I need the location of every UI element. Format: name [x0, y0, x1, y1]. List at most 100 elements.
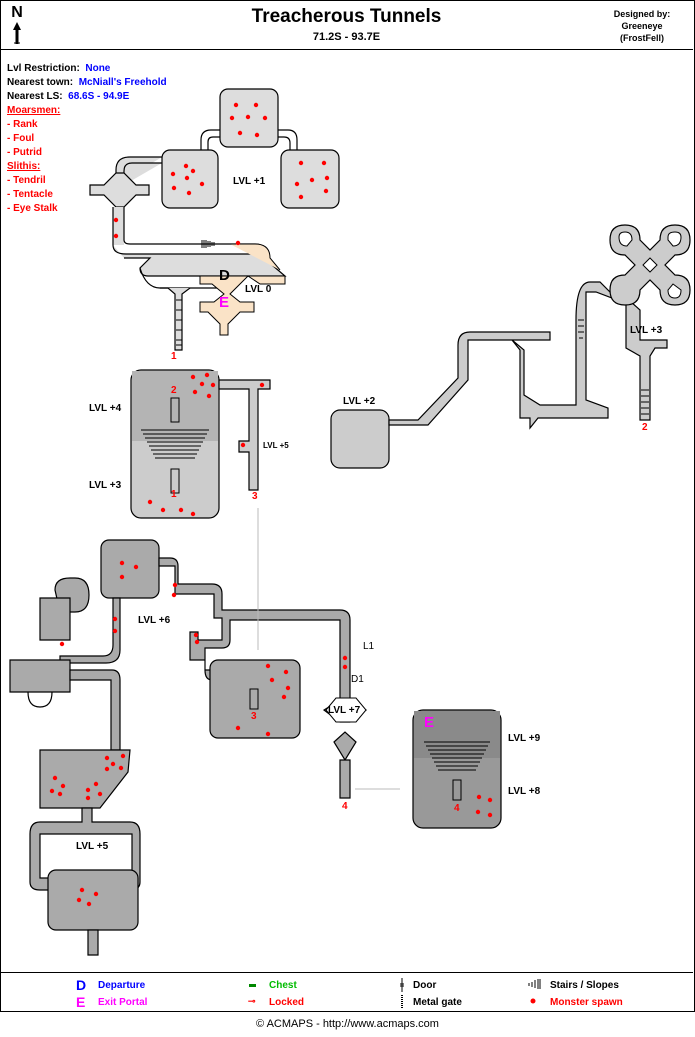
monster-spawn-icon	[298, 160, 304, 166]
monster-spawn-icon	[265, 731, 271, 737]
stair-number: 1	[171, 489, 177, 500]
door-icon	[400, 978, 404, 992]
stairs-icon	[170, 468, 180, 494]
monster-spawn-icon	[60, 783, 66, 789]
monster-spawn-icon	[298, 194, 304, 200]
nearest-town-value: McNiall's Freehold	[78, 77, 167, 88]
stair-number: 4	[342, 801, 348, 812]
monster-spawn-icon	[104, 755, 110, 761]
lvl-restriction-value: None	[85, 63, 111, 74]
stair-number: 1	[171, 351, 177, 362]
monster-spawn-icon	[530, 998, 536, 1004]
monster-spawn-icon	[342, 664, 348, 670]
stair-number: 3	[251, 711, 257, 722]
lever-marker: L1	[363, 641, 375, 652]
monster-name: - Putrid	[7, 147, 42, 158]
monster-spawn-icon	[85, 787, 91, 793]
monster-spawn-icon	[285, 685, 291, 691]
monster-spawn-icon	[475, 809, 481, 815]
monster-name: - Eye Stalk	[7, 203, 58, 214]
exit-portal-marker: E	[424, 714, 435, 731]
monster-name: - Rank	[7, 119, 38, 130]
monster-spawn-icon	[186, 190, 192, 196]
monster-spawn-icon	[190, 511, 196, 517]
legend-label: Stairs / Slopes	[550, 980, 619, 991]
monster-spawn-icon	[183, 163, 189, 169]
monster-spawn-icon	[193, 632, 199, 638]
level-label: LVL +7	[328, 705, 361, 716]
monster-spawn-icon	[112, 616, 118, 622]
monster-spawn-icon	[190, 374, 196, 380]
monster-spawn-icon	[206, 393, 212, 399]
monster-spawn-icon	[194, 639, 200, 645]
monster-spawn-icon	[487, 812, 493, 818]
legend-label: Monster spawn	[550, 997, 623, 1008]
monster-spawn-icon	[113, 217, 119, 223]
departure-marker: D	[219, 267, 230, 284]
stairs-icon	[141, 429, 209, 459]
monster-spawn-icon	[237, 130, 243, 136]
legend-label: Door	[413, 980, 437, 991]
monster-spawn-icon	[171, 185, 177, 191]
monster-spawn-icon	[118, 765, 124, 771]
north-arrow-icon	[13, 22, 21, 44]
monster-spawn-icon	[172, 582, 178, 588]
level-label: LVL +3	[630, 325, 663, 336]
monster-spawn-icon	[235, 725, 241, 731]
monster-spawn-icon	[262, 115, 268, 121]
legend-label: Chest	[269, 980, 297, 991]
legend: D Departure E Exit Portal Chest ⊸ Locked…	[0, 972, 693, 1011]
level-label: LVL 0	[245, 284, 272, 295]
monster-spawn-icon	[254, 132, 260, 138]
monster-spawn-icon	[233, 102, 239, 108]
monster-spawn-icon	[269, 677, 275, 683]
level-label: LVL +3	[89, 480, 122, 491]
monster-spawn-icon	[110, 761, 116, 767]
nearest-ls-value: 68.6S - 94.9E	[68, 91, 130, 102]
monster-spawn-icon	[133, 564, 139, 570]
stair-number: 3	[252, 491, 258, 502]
monster-spawn-icon	[321, 160, 327, 166]
stairs-icon	[528, 979, 541, 989]
monster-spawn-icon	[184, 175, 190, 181]
monster-spawns	[49, 102, 493, 907]
monster-spawn-icon	[210, 382, 216, 388]
level-label: LVL +6	[138, 615, 171, 626]
room	[209, 659, 301, 739]
monster-spawn-icon	[85, 795, 91, 801]
monster-spawn-icon	[192, 389, 198, 395]
corridors-right	[330, 224, 691, 469]
level-label: LVL +5	[263, 441, 289, 450]
level-label: LVL +1	[233, 176, 266, 187]
monster-spawn-icon	[245, 114, 251, 120]
dungeon-map	[9, 88, 691, 956]
exit-legend-symbol: E	[76, 994, 86, 1010]
monster-spawn-icon	[253, 102, 259, 108]
monster-spawn-icon	[49, 788, 55, 794]
monster-spawn-icon	[86, 901, 92, 907]
monster-spawn-icon	[119, 560, 125, 566]
stairs-icon	[424, 741, 490, 771]
room	[330, 409, 390, 469]
monster-spawn-icon	[59, 641, 65, 647]
dungeon-coords: 71.2S - 93.7E	[312, 31, 381, 43]
monster-spawn-icon	[93, 891, 99, 897]
room	[280, 149, 340, 209]
chest-icon	[249, 984, 256, 987]
monster-spawn-icon	[309, 177, 315, 183]
monster-group-title: Slithis:	[7, 161, 41, 172]
lvl7-label-box	[325, 697, 367, 723]
monster-spawn-icon	[119, 574, 125, 580]
stair-number: 4	[454, 803, 460, 814]
level-label: LVL +4	[89, 403, 122, 414]
monster-spawn-icon	[178, 507, 184, 513]
legend-label: Locked	[269, 997, 305, 1008]
monster-spawn-icon	[160, 507, 166, 513]
monster-name: - Tendril	[7, 175, 46, 186]
level-label: LVL +9	[508, 733, 541, 744]
monster-spawn-icon	[259, 382, 265, 388]
monster-spawn-icon	[104, 766, 110, 772]
monster-spawn-icon	[76, 897, 82, 903]
monster-spawn-icon	[52, 775, 58, 781]
corridors-lvl6	[9, 539, 502, 956]
